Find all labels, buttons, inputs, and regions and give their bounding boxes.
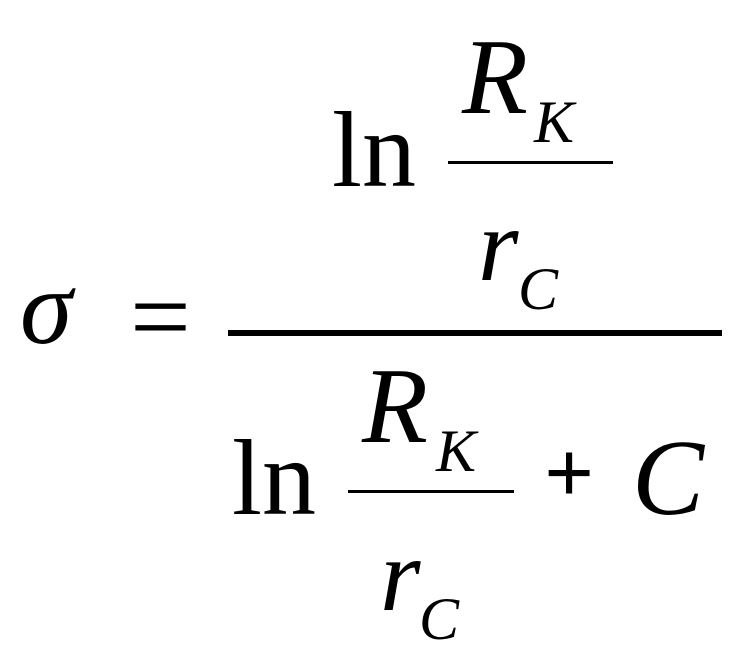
- denominator-ln: ln: [232, 419, 317, 538]
- numerator-R: R: [462, 18, 528, 137]
- denominator-R: R: [362, 347, 428, 466]
- numerator-inner-fraction-bar: [448, 161, 613, 164]
- numerator-ln: ln: [332, 91, 417, 210]
- numerator-r-subscript-C: C: [518, 256, 559, 322]
- denominator-r: r: [380, 518, 421, 633]
- equals-sign: =: [130, 258, 191, 377]
- denominator-inner-fraction-bar: [348, 490, 514, 493]
- numerator-R-subscript-K: K: [534, 89, 575, 155]
- numerator-r: r: [478, 188, 519, 303]
- plus-sign: +: [544, 425, 595, 522]
- denominator-r-subscript-C: C: [419, 586, 460, 652]
- sigma-symbol: σ: [20, 249, 73, 366]
- denominator-R-subscript-K: K: [436, 418, 477, 484]
- main-fraction-bar: [228, 330, 722, 336]
- constant-C: C: [632, 419, 705, 538]
